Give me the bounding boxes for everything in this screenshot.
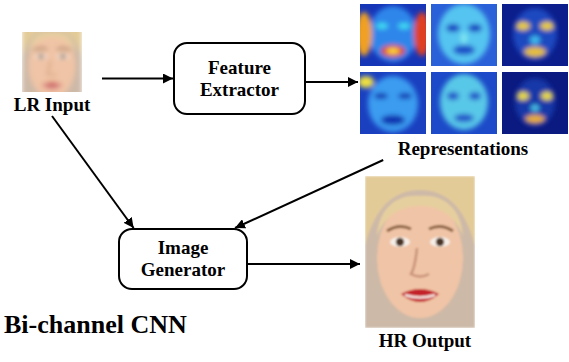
diagram-caption: Bi-channel CNN (4, 310, 187, 340)
input-image-node: LR Input (2, 30, 102, 116)
process-box: Feature Extractor (173, 42, 306, 115)
arrow-connector (52, 116, 134, 228)
arrow-connector (248, 263, 360, 265)
output-image-node: HR Output (360, 176, 490, 352)
image-label: HR Output (360, 330, 490, 352)
hr-face-image (365, 176, 475, 328)
lr-face-image (22, 32, 82, 92)
image-label: Representations (358, 138, 568, 160)
image-label: LR Input (2, 94, 102, 116)
heatmap-grid (360, 4, 568, 134)
arrow-connector (306, 81, 358, 83)
process-box: Image Generator (118, 228, 248, 290)
box-label: Image Generator (126, 237, 240, 281)
box-label: Feature Extractor (181, 57, 298, 101)
arrow-connector (235, 160, 383, 228)
arrow-connector (102, 78, 173, 80)
feature-map-node: Representations (358, 4, 568, 160)
